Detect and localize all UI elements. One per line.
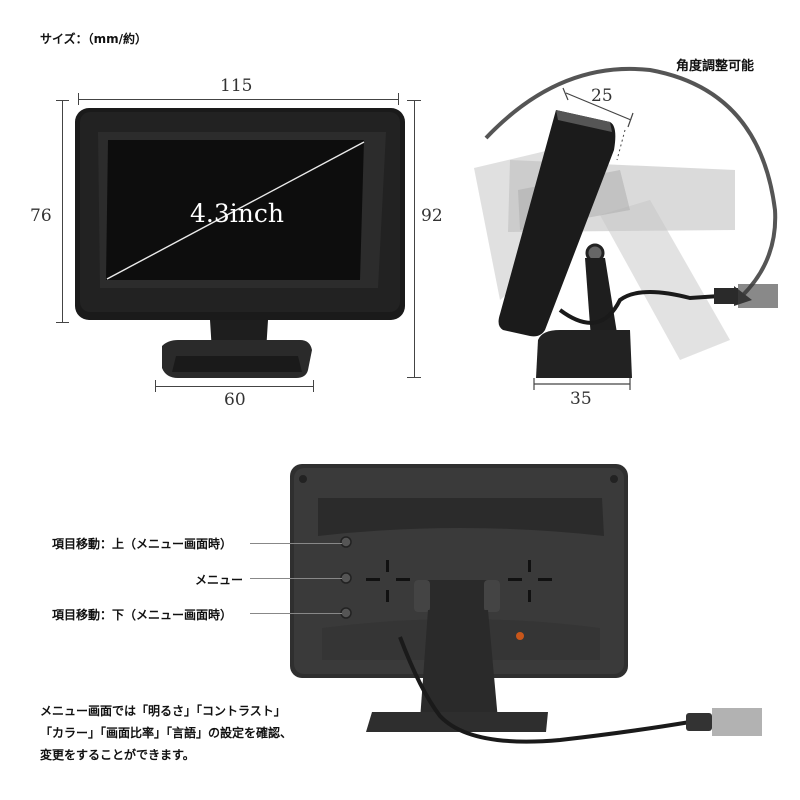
size-title: サイズ：（mm/約）	[40, 32, 148, 46]
width-dimension-line	[78, 99, 399, 100]
total-height-label: 92	[421, 206, 443, 226]
width-label: 115	[220, 76, 253, 96]
description-line-3: 変更をすることができます。	[40, 748, 195, 762]
angle-adjustable-title: 角度調整可能	[676, 59, 755, 74]
top-depth-label: 25	[591, 86, 613, 106]
base-depth-label: 35	[570, 389, 592, 409]
screen-size-label: 4.3inch	[190, 199, 284, 228]
button-label-menu: メニュー	[195, 573, 244, 587]
button-label-up: 項目移動：上（メニュー画面時）	[52, 537, 233, 551]
screen-height-label: 76	[30, 206, 52, 226]
button-label-down: 項目移動：下（メニュー画面時）	[52, 608, 233, 622]
total-height-dimension-line	[414, 100, 415, 378]
description-line-2: 「カラー」「画面比率」「言語」の設定を確認、	[40, 726, 293, 740]
base-width-dimension-line	[155, 386, 314, 387]
leader-line-menu	[250, 578, 342, 579]
base-width-label: 60	[224, 390, 246, 410]
leader-line-down	[250, 613, 342, 614]
description-line-1: メニュー画面では「明るさ」「コントラスト」	[40, 704, 286, 718]
leader-line-up	[250, 543, 342, 544]
menu-description: メニュー画面では「明るさ」「コントラスト」 「カラー」「画面比率」「言語」の設定…	[40, 700, 292, 766]
screen-height-dimension-line	[62, 100, 63, 323]
